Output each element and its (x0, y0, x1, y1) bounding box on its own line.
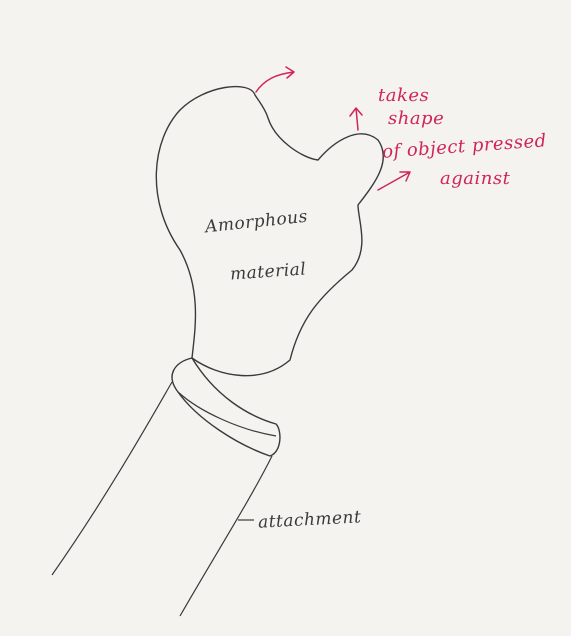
attachment-right-edge (180, 456, 272, 616)
annotation-line-4: against (440, 168, 510, 189)
collar-band (172, 358, 280, 456)
arrow-right (378, 172, 410, 190)
attachment-left-edge (52, 382, 172, 575)
arrow-middle (350, 108, 362, 130)
amorphous-material-outline (156, 87, 383, 376)
annotation-line-1: takes (378, 85, 429, 106)
arrow-top (256, 67, 294, 92)
annotation-line-2: shape (388, 108, 444, 129)
